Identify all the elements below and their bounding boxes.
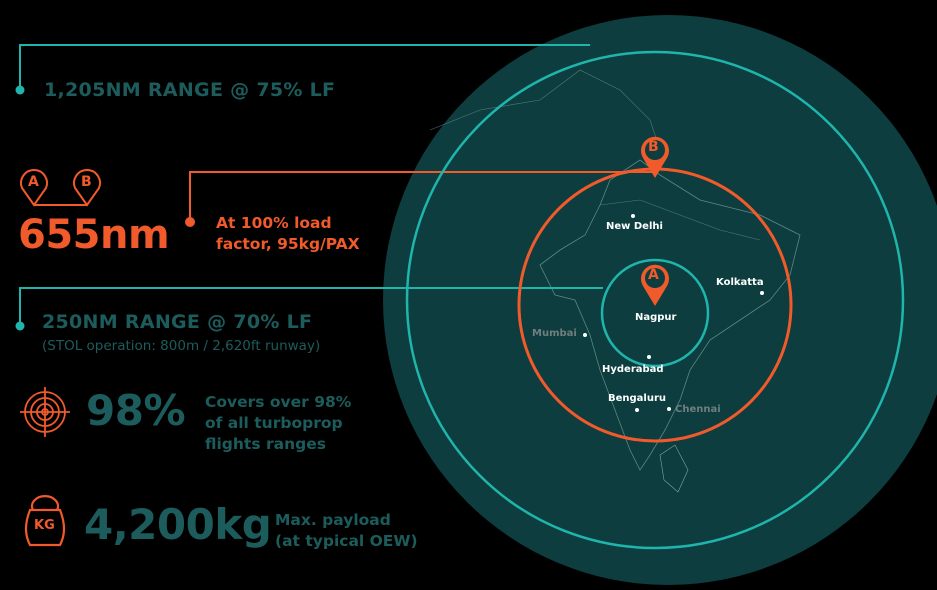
radar-icon bbox=[20, 387, 70, 437]
route-note: At 100% load factor, 95kg/PAX bbox=[216, 213, 360, 255]
route-connector bbox=[189, 171, 655, 222]
city-chennai: Chennai bbox=[675, 404, 721, 415]
long-range-circle bbox=[405, 50, 905, 550]
coverage-value: 98% bbox=[86, 386, 186, 435]
payload-line: (at typical OEW) bbox=[275, 532, 418, 550]
city-hyderabad: Hyderabad bbox=[602, 364, 664, 375]
route-pin-b-label: B bbox=[81, 174, 92, 190]
short-range-connector bbox=[19, 287, 603, 326]
route-note-line: At 100% load bbox=[216, 214, 332, 232]
short-range-sub: (STOL operation: 800m / 2,620ft runway) bbox=[42, 338, 321, 354]
pin-b-label: B bbox=[648, 139, 659, 155]
kettlebell-text: KG bbox=[34, 518, 55, 533]
india-outline bbox=[539, 159, 801, 471]
kettlebell-icon bbox=[24, 495, 66, 547]
pin-a-icon bbox=[641, 264, 669, 306]
city-new-delhi: New Delhi bbox=[606, 221, 663, 232]
city-kolkata: Kolkatta bbox=[716, 277, 764, 288]
city-mumbai: Mumbai bbox=[532, 328, 577, 339]
coverage-line: of all turboprop bbox=[205, 414, 343, 432]
coverage-desc: Covers over 98% of all turboprop flights… bbox=[205, 392, 351, 455]
route-distance: 655nm bbox=[18, 212, 170, 258]
route-pins-icon bbox=[20, 169, 101, 207]
coverage-line: Covers over 98% bbox=[205, 393, 352, 411]
route-note-line: factor, 95kg/PAX bbox=[216, 235, 360, 253]
sri-lanka bbox=[659, 444, 689, 493]
coverage-line: flights ranges bbox=[205, 435, 326, 453]
city-nagpur: Nagpur bbox=[635, 312, 677, 323]
long-range-connector bbox=[19, 44, 590, 90]
pin-a-label: A bbox=[648, 267, 659, 283]
city-bengaluru: Bengaluru bbox=[608, 393, 667, 404]
pin-b-icon bbox=[641, 136, 669, 178]
long-range-label: 1,205NM RANGE @ 75% LF bbox=[44, 79, 336, 101]
payload-line: Max. payload bbox=[275, 511, 391, 529]
payload-value: 4,200kg bbox=[84, 500, 272, 549]
short-range-label: 250NM RANGE @ 70% LF bbox=[42, 311, 313, 333]
globe bbox=[383, 15, 937, 585]
payload-desc: Max. payload (at typical OEW) bbox=[275, 510, 418, 552]
short-range-circle bbox=[600, 258, 710, 368]
route-pin-a-label: A bbox=[28, 174, 39, 190]
